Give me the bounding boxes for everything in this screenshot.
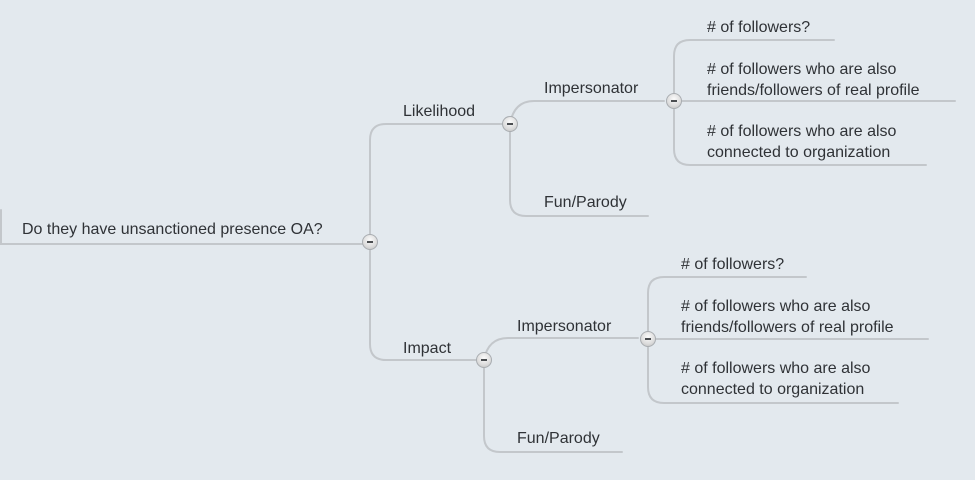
likelihood-funparody-label[interactable]: Fun/Parody bbox=[544, 194, 627, 211]
connector-likelihood bbox=[369, 123, 503, 237]
connector-impact-impersonator bbox=[483, 337, 639, 361]
collapse-impact-impersonator-button[interactable] bbox=[640, 331, 656, 347]
collapse-likelihood-impersonator-button[interactable] bbox=[666, 93, 682, 109]
root-node-label[interactable]: Do they have unsanctioned presence OA? bbox=[22, 221, 323, 238]
connector-impact bbox=[369, 247, 477, 361]
likelihood-impersonator-label[interactable]: Impersonator bbox=[544, 80, 639, 97]
impact-impersonator-leaf-organization[interactable]: # of followers who are also connected to… bbox=[681, 358, 870, 400]
collapse-impact-button[interactable] bbox=[476, 352, 492, 368]
connector-likelihood-funparody bbox=[509, 129, 649, 217]
likelihood-node-label[interactable]: Likelihood bbox=[403, 103, 476, 120]
connector-i-leaf-3 bbox=[647, 343, 899, 404]
likelihood-impersonator-leaf-organization[interactable]: # of followers who are also connected to… bbox=[707, 121, 896, 163]
leaf-line: # of followers who are also bbox=[681, 298, 871, 315]
connector-impact-funparody bbox=[483, 365, 623, 453]
connector-l-leaf-1 bbox=[673, 39, 835, 101]
collapse-root-button[interactable] bbox=[362, 234, 378, 250]
leaf-line: connected to organization bbox=[681, 381, 865, 398]
impact-node-label[interactable]: Impact bbox=[403, 340, 452, 357]
likelihood-impersonator-leaf-followers[interactable]: # of followers? bbox=[707, 19, 811, 36]
collapse-likelihood-button[interactable] bbox=[502, 116, 518, 132]
impact-impersonator-label[interactable]: Impersonator bbox=[517, 318, 612, 335]
leaf-line: friends/followers of real profile bbox=[707, 82, 920, 99]
impact-impersonator-leaf-friends[interactable]: # of followers who are also friends/foll… bbox=[681, 296, 894, 338]
connector-likelihood-impersonator bbox=[509, 100, 665, 125]
leaf-line: friends/followers of real profile bbox=[681, 319, 894, 336]
leaf-line: # of followers who are also bbox=[681, 360, 871, 377]
leaf-line: # of followers who are also bbox=[707, 61, 897, 78]
connector-i-leaf-1 bbox=[647, 276, 807, 337]
likelihood-impersonator-leaf-friends[interactable]: # of followers who are also friends/foll… bbox=[707, 59, 920, 101]
leaf-line: connected to organization bbox=[707, 144, 891, 161]
impact-impersonator-leaf-followers[interactable]: # of followers? bbox=[681, 256, 785, 273]
connector-l-leaf-3 bbox=[673, 105, 927, 166]
impact-funparody-label[interactable]: Fun/Parody bbox=[517, 430, 600, 447]
leaf-line: # of followers who are also bbox=[707, 123, 897, 140]
